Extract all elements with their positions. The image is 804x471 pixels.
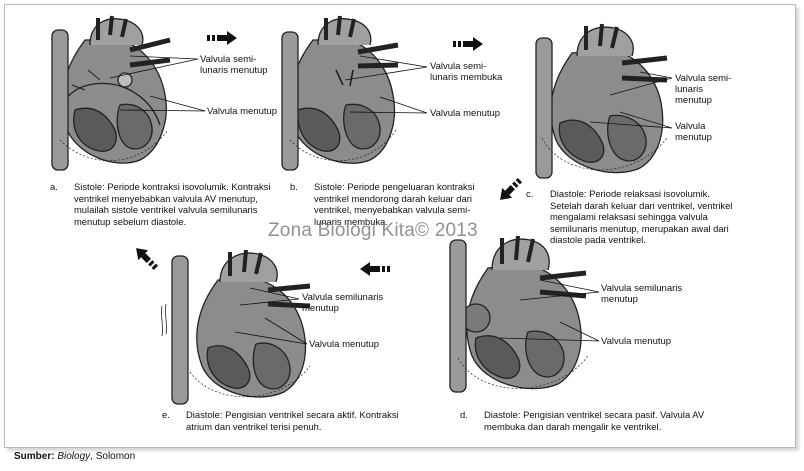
- label-b-valvula: Valvula menutup: [430, 108, 501, 119]
- label-d-valvula: Valvula menutup: [601, 336, 672, 347]
- arrow-right-icon: [453, 37, 483, 51]
- caption-e: e. Diastole: Pengisian ventrikel secara …: [162, 409, 402, 432]
- caption-d-text: Diastole: Pengisian ventrikel secara pas…: [484, 409, 705, 432]
- source-line: Sumber: Biology, Solomon: [14, 451, 135, 462]
- caption-a: a. Sistole: Periode kontraksi isovolumik…: [50, 181, 272, 227]
- label-d-semilunaris: Valvula semilunaris menutup: [601, 283, 683, 305]
- caption-b-text: Sistole: Periode pengeluaran kontraksi v…: [314, 181, 475, 227]
- caption-a-letter: a.: [50, 181, 58, 192]
- label-c-semilunaris: Valvula semi- lunaris menutup: [675, 73, 732, 106]
- label-a-semilunaris: Valvula semi- lunaris menutup: [200, 54, 268, 76]
- source-label: Sumber:: [14, 451, 55, 462]
- heart-illustration-a: [51, 15, 171, 171]
- source-book: Biology: [57, 451, 91, 462]
- heart-illustration-c: [535, 23, 668, 179]
- caption-a-text: Sistole: Periode kontraksi isovolumik. K…: [74, 181, 271, 227]
- caption-e-letter: e.: [162, 409, 170, 420]
- heart-illustration-d: [449, 235, 589, 393]
- caption-d-letter: d.: [460, 409, 468, 420]
- caption-c: c. Diastole: Periode relaksasi isovolumi…: [526, 188, 744, 246]
- label-c-valvula: Valvula menutup: [675, 121, 712, 143]
- caption-b-letter: b.: [290, 181, 298, 192]
- source-author: , Solomon: [90, 451, 136, 462]
- heart-illustration-b: [281, 15, 399, 171]
- label-a-valvula: Valvula menutup: [207, 106, 278, 117]
- caption-c-text: Diastole: Periode relaksasi isovolumik. …: [550, 188, 733, 245]
- arrow-right-icon: [207, 31, 237, 45]
- arrow-left-icon: [360, 262, 390, 276]
- label-e-valvula: Valvula menutup: [309, 339, 380, 350]
- caption-c-letter: c.: [526, 188, 534, 199]
- arrow-down-left-icon: [500, 177, 523, 200]
- label-e-semilunaris: Valvula semilunaris menutup: [302, 292, 384, 314]
- heart-illustration-e: [161, 249, 311, 405]
- caption-e-text: Diastole: Pengisian ventrikel secara akt…: [186, 409, 399, 432]
- caption-b: b. Sistole: Periode pengeluaran kontraks…: [290, 181, 490, 227]
- caption-d: d. Diastole: Pengisian ventrikel secara …: [460, 409, 730, 432]
- label-b-semilunaris: Valvula semi- lunaris membuka: [430, 61, 503, 83]
- watermark: Zona Biologi Kita© 2013: [268, 220, 478, 241]
- arrow-up-left-icon: [136, 248, 159, 271]
